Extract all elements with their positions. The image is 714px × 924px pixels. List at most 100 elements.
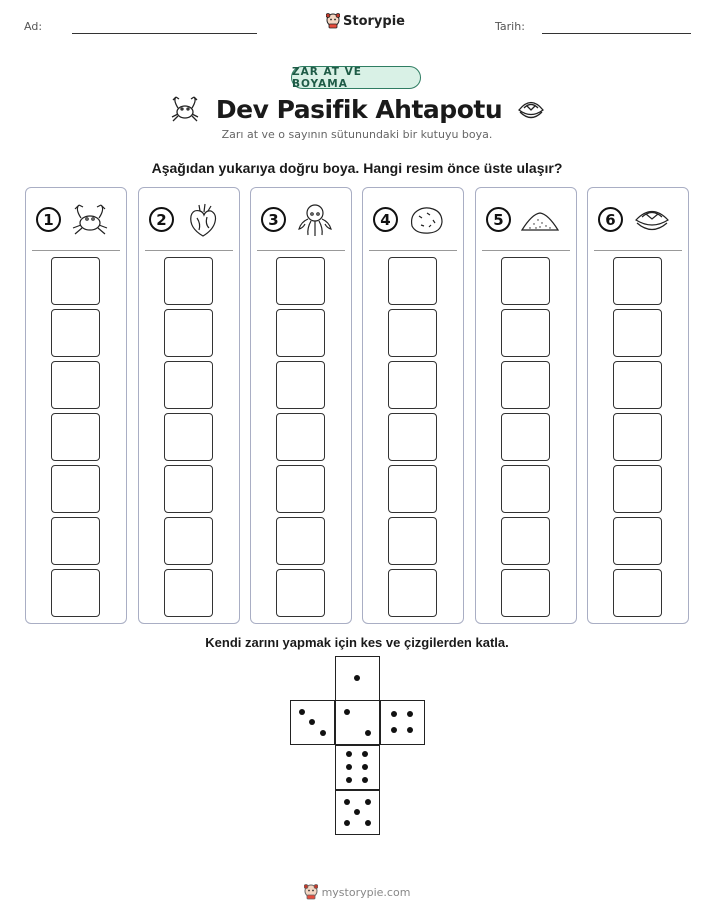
dice-pip [309,719,315,725]
storypie-mascot-icon [326,13,340,29]
color-box[interactable] [501,517,550,565]
heart-organ-icon [183,202,223,238]
dice-pip [390,710,397,717]
dice-pip [345,764,352,770]
brand-name: Storypie [343,13,405,29]
color-box[interactable] [164,465,213,513]
color-box[interactable] [613,257,662,305]
color-box[interactable] [276,361,325,409]
color-box[interactable] [51,517,100,565]
column-number: 4 [373,207,398,232]
dice-pip [364,729,371,736]
column-4: 4 [362,187,464,624]
column-divider [145,250,233,251]
color-box[interactable] [613,361,662,409]
column-number: 3 [261,207,286,232]
column-number: 1 [36,207,61,232]
name-label: Ad: [24,20,43,33]
color-box[interactable] [164,413,213,461]
date-label: Tarih: [495,20,525,33]
column-divider [482,250,570,251]
column-header: 4 [363,202,463,240]
color-box[interactable] [501,465,550,513]
color-box[interactable] [276,569,325,617]
page-subtitle: Zarı at ve o sayının sütunundaki bir kut… [221,128,493,141]
color-box[interactable] [164,517,213,565]
crab-icon [70,202,110,238]
name-line [72,33,257,34]
color-box[interactable] [388,569,437,617]
dice-pip [362,764,369,770]
sand-pile-icon [520,202,560,238]
column-number: 6 [598,207,623,232]
color-box[interactable] [613,309,662,357]
color-box[interactable] [501,257,550,305]
dice-pip [362,751,369,758]
cut-instruction: Kendi zarını yapmak için kes ve çizgiler… [205,635,509,650]
color-box[interactable] [164,361,213,409]
color-box[interactable] [276,309,325,357]
column-2: 2 [138,187,240,624]
title-row: Dev Pasifik Ahtapotu [0,91,714,127]
column-1: 1 [25,187,127,624]
rock-icon [407,202,447,238]
column-header: 5 [476,202,576,240]
column-header: 6 [588,202,688,240]
column-number: 5 [486,207,511,232]
dice-face-2 [335,700,380,745]
dice-face-6 [335,745,380,790]
color-box[interactable] [388,517,437,565]
color-box[interactable] [388,257,437,305]
footer-url: mystorypie.com [321,885,411,899]
crab-icon [171,96,199,122]
color-box[interactable] [51,257,100,305]
color-box[interactable] [501,309,550,357]
dice-pip [298,708,305,715]
dice-pip [364,819,371,826]
footer: mystorypie.com [0,884,714,900]
color-box[interactable] [51,465,100,513]
color-box[interactable] [613,517,662,565]
dice-pip [343,708,350,715]
dice-pip [319,729,326,736]
color-box[interactable] [276,257,325,305]
dice-pip [407,727,414,734]
color-box[interactable] [164,569,213,617]
color-box[interactable] [388,465,437,513]
dice-face-3 [290,700,335,745]
dice-pip [345,751,352,758]
column-number: 2 [149,207,174,232]
column-6: 6 [587,187,689,624]
column-divider [594,250,682,251]
coloring-instruction: Aşağıdan yukarıya doğru boya. Hangi resi… [151,160,563,176]
color-box[interactable] [388,309,437,357]
color-box[interactable] [388,361,437,409]
color-box[interactable] [276,517,325,565]
dice-face-5 [335,790,380,835]
column-divider [32,250,120,251]
color-box[interactable] [276,413,325,461]
clam-icon [632,202,672,238]
dice-pip [362,776,369,783]
column-divider [369,250,457,251]
dice-pip [345,776,352,783]
dice-pip [343,819,350,826]
color-box[interactable] [613,569,662,617]
color-box[interactable] [613,413,662,461]
dice-pip [354,809,360,815]
clam-icon [518,101,545,119]
color-box[interactable] [51,569,100,617]
color-box[interactable] [613,465,662,513]
dice-pip [343,798,350,805]
color-box[interactable] [276,465,325,513]
storypie-mascot-icon [303,884,318,900]
color-box[interactable] [501,361,550,409]
color-box[interactable] [164,309,213,357]
color-box[interactable] [51,413,100,461]
color-box[interactable] [51,361,100,409]
color-box[interactable] [501,413,550,461]
color-box[interactable] [501,569,550,617]
color-box[interactable] [164,257,213,305]
color-box[interactable] [51,309,100,357]
color-box[interactable] [388,413,437,461]
